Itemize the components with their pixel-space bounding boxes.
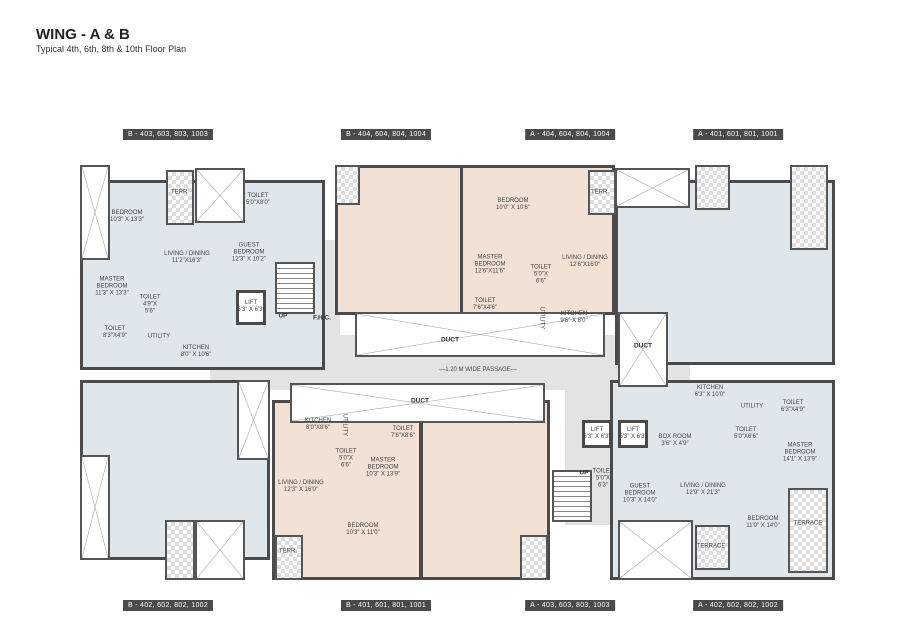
terrace [790, 165, 828, 250]
unit-tag: B - 402, 602, 802, 1002 [122, 600, 214, 611]
lift-shaft [582, 420, 612, 448]
lift-shaft [236, 290, 266, 325]
duct-shaft [618, 312, 668, 387]
terrace [520, 535, 548, 580]
room-label: TERRACE [793, 520, 823, 527]
open-void [80, 455, 110, 560]
stair-up-label: UP [579, 469, 589, 477]
passage-label: —1.20 M WIDE PASSAGE— [439, 367, 517, 373]
room-label: TERR. [591, 189, 609, 196]
open-void [237, 380, 270, 460]
room-label: UTILITY [740, 403, 764, 410]
room-label: TERRACE [696, 543, 726, 550]
fire-hose-cabinet-label: F.H.C. [312, 314, 332, 322]
lift-shaft [618, 420, 648, 448]
unit-tag: B - 403, 603, 803, 1003 [122, 129, 214, 140]
terrace [335, 165, 360, 205]
open-void [618, 520, 693, 580]
staircase [275, 262, 315, 314]
room-label: UTILITY [341, 413, 348, 437]
open-void [80, 165, 110, 260]
terrace [166, 170, 194, 225]
unit-tag: B - 404, 604, 804, 1004 [340, 129, 432, 140]
duct-label: DUCT [633, 342, 653, 350]
terrace [275, 535, 303, 580]
unit-tag: A - 403, 603, 803, 1003 [525, 600, 615, 611]
unit-tag: B - 401, 601, 801, 1001 [340, 600, 432, 611]
unit-tag: A - 401, 601, 801, 1001 [693, 129, 783, 140]
room-label: TERR. [171, 189, 189, 196]
room-label: UTILITY [538, 306, 545, 330]
terrace [165, 520, 195, 580]
page-title: WING - A & B [36, 26, 130, 43]
duct-label: DUCT [440, 336, 460, 344]
room-label: UTILITY [147, 333, 171, 340]
unit-tag: A - 402, 602, 802, 1002 [693, 600, 783, 611]
terrace [695, 165, 730, 210]
page-subtitle: Typical 4th, 6th, 8th & 10th Floor Plan [36, 44, 187, 54]
open-void [195, 168, 245, 223]
open-void [195, 520, 245, 580]
terrace [588, 170, 616, 215]
room-label: TERR. [279, 548, 297, 555]
staircase [552, 470, 592, 522]
terrace [695, 525, 730, 570]
duct-shaft [290, 383, 545, 423]
open-void [615, 168, 690, 208]
terrace [788, 488, 828, 573]
unit-tag: A - 404, 604, 804, 1004 [525, 129, 615, 140]
duct-shaft [355, 312, 605, 357]
duct-label: DUCT [410, 397, 430, 405]
stair-up-label: UP [278, 312, 288, 320]
